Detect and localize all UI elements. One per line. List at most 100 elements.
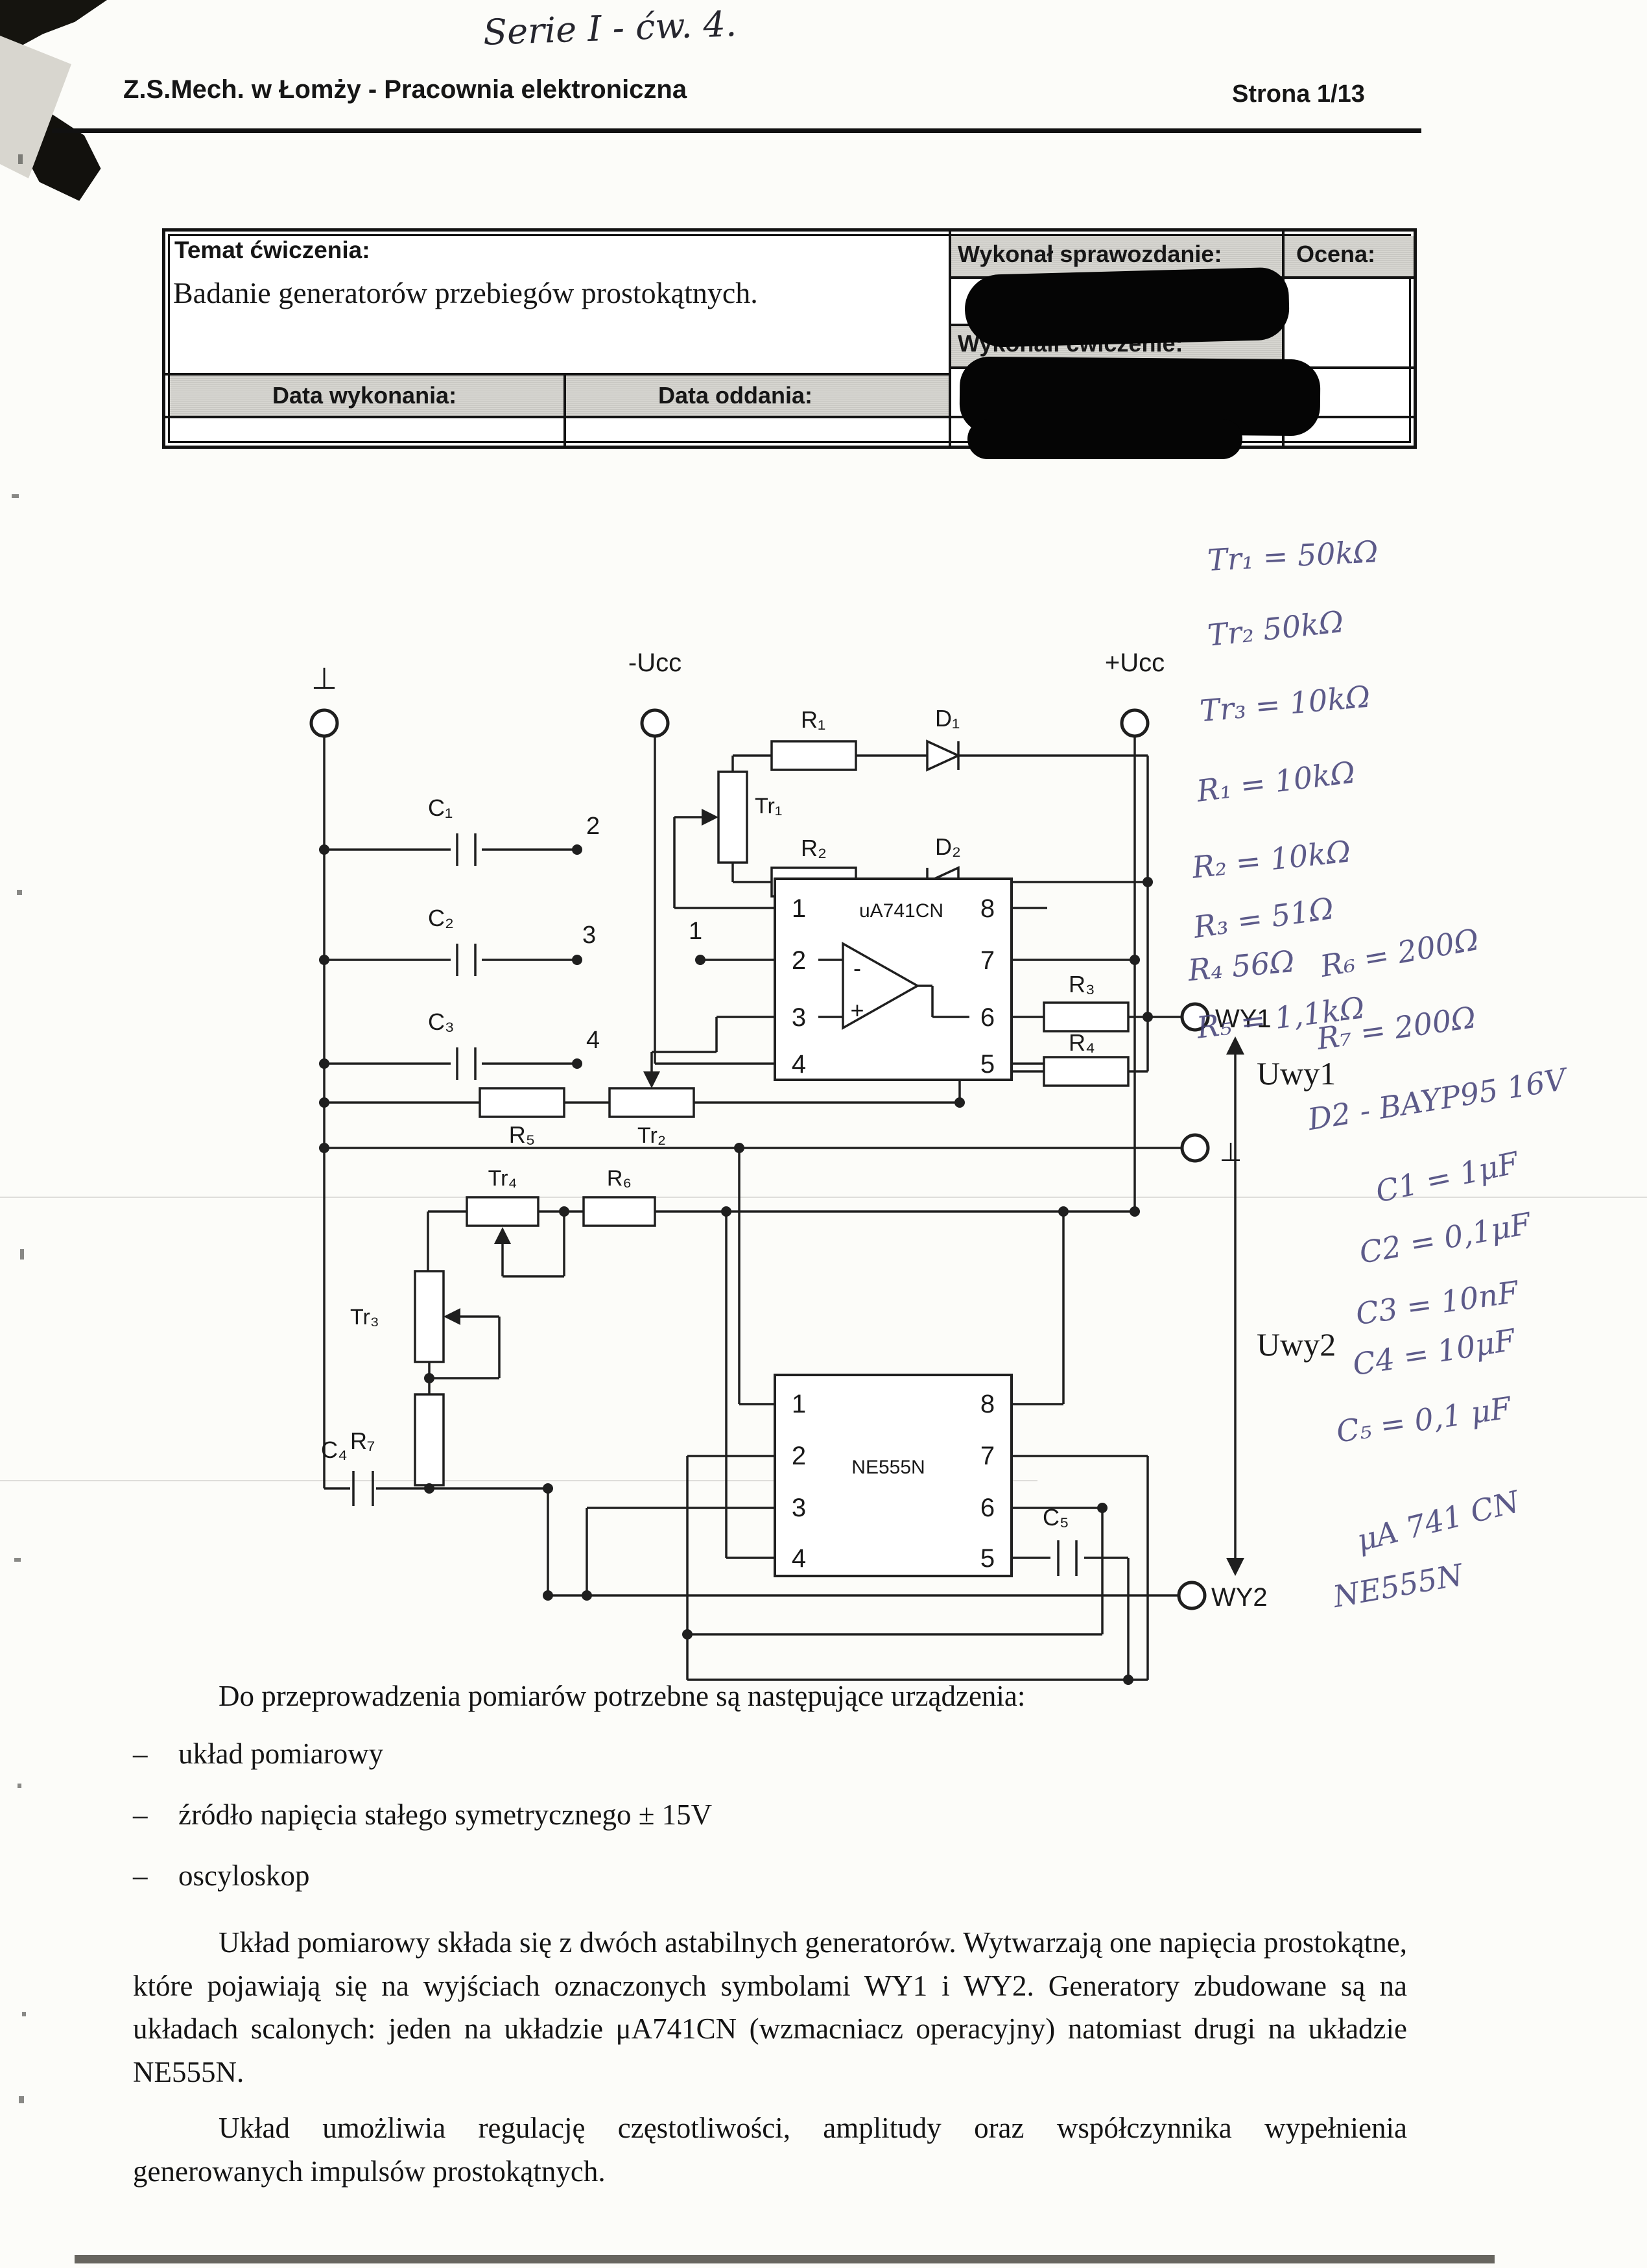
uwy2-label: Uwy2 [1257,1326,1336,1363]
opamp-pin5: 5 [980,1050,995,1079]
opamp-pin1: 1 [792,894,806,923]
neg-supply-label: -Ucc [628,649,681,677]
margin-mark [20,1249,24,1259]
junction-dots [319,844,1153,1685]
timer-pin4: 4 [792,1544,806,1573]
opamp-name: uA741CN [859,900,943,922]
r3-label: R₃ [1069,971,1095,997]
c2-label: C₂ [428,905,454,931]
c1-label: C₁ [428,794,453,821]
margin-mark [18,154,23,164]
node3-label: 3 [582,922,596,949]
r5-resistor [479,1087,565,1118]
bullet-dash: – [133,1859,148,1892]
bullet-text: układ pomiarowy [178,1737,384,1770]
page-number: Strona 1/13 [1232,80,1365,108]
opamp-minus: - [853,955,861,981]
margin-mark [17,890,22,895]
tr3-label: Tr₃ [350,1305,379,1330]
equipment-item: –źródło napięcia stałego symetrycznego ±… [133,1798,712,1832]
opamp-pin4: 4 [792,1050,806,1079]
document-header-title: Z.S.Mech. w Łomży - Pracownia elektronic… [123,75,687,104]
c3-capacitor [456,1047,477,1080]
timer-chip [774,1374,1013,1577]
topic-label: Temat ćwiczenia: [174,237,370,263]
timer-pin5: 5 [980,1544,995,1573]
r7-label: R₇ [350,1427,375,1454]
opamp-pin2: 2 [792,946,806,975]
r4-label: R₄ [1069,1029,1095,1056]
wy2-terminal [1177,1581,1207,1610]
wy2-label: WY2 [1211,1583,1268,1612]
table-divider [949,232,951,446]
c3-label: C₃ [428,1009,455,1035]
timer-pin2: 2 [792,1442,806,1470]
tr1-label: Tr₁ [755,794,782,818]
date-done-label: Data wykonania: [272,382,457,409]
r1-resistor [770,740,857,771]
timer-pin3: 3 [792,1494,806,1522]
gnd-rail-wire [323,737,1179,1597]
margin-mark [19,2096,24,2103]
node4-label: 4 [586,1027,600,1054]
timer-name: NE555N [851,1457,925,1478]
header-rule [52,128,1421,133]
tr2-trimmer [608,1087,695,1118]
bullet-dash: – [133,1798,148,1831]
cap-network-wires [324,848,775,1065]
tr4-trimmer [466,1196,539,1227]
grade-label: Ocena: [1296,241,1376,267]
margin-mark [18,1784,21,1788]
mid-gnd-terminal [1180,1133,1210,1163]
opamp-pin3: 3 [792,1003,806,1032]
c4-label: C₄ [321,1437,348,1463]
c5-label: C₅ [1043,1504,1069,1531]
opamp-pin8: 8 [980,894,995,923]
regulation-paragraph: Układ umożliwia regulację częstotliwości… [133,2112,1407,2188]
date-row-cell [170,376,949,416]
tr1-wiper-arrow [702,809,718,826]
table-divider [563,376,566,446]
r5-label: R₅ [509,1121,536,1148]
gnd-symbol: ⊥ [311,662,337,695]
c5-capacitor [1057,1540,1078,1576]
date-return-label: Data oddania: [658,382,813,409]
r7-resistor [414,1393,445,1486]
node2-label: 2 [586,813,600,840]
timer-pin1: 1 [792,1390,806,1418]
opamp-pin7: 7 [980,946,995,975]
opamp-wires [650,907,1182,1082]
r6-resistor [582,1196,656,1227]
tr1-trimmer [717,770,748,864]
r4-resistor [1043,1056,1130,1087]
equipment-intro: Do przeprowadzenia pomiarów potrzebne są… [219,1680,1026,1712]
c2-capacitor [456,944,477,976]
opamp-chip [774,877,1013,1081]
bullet-dash: – [133,1737,148,1770]
c4-capacitor [352,1471,374,1506]
gnd-terminal [309,708,339,738]
uwy1-arrowhead [1226,1036,1244,1055]
supply-wires [654,737,1136,1212]
wy1-label: WY1 [1215,1005,1272,1033]
tr2-label: Tr₂ [637,1123,666,1148]
redaction-blob [967,419,1242,459]
node1-label: 1 [689,918,702,945]
tr3-trimmer [414,1270,445,1363]
tr2-wiper-arrow [643,1071,660,1088]
tr3-r7-wires [428,1315,501,1488]
d2-label: D₂ [935,833,961,860]
bullet-text: oscyloskop [178,1859,310,1892]
table-inner-border [168,234,1411,443]
r1-label: R₁ [801,706,825,733]
equipment-item: –oscyloskop [133,1859,310,1892]
tr3-wiper-arrow [444,1308,460,1325]
d1-label: D₁ [935,705,960,732]
r6-label: R₆ [607,1166,632,1191]
c1-capacitor [456,833,477,866]
scan-edge-bar [75,2255,1495,2263]
timer-pin8: 8 [980,1390,995,1418]
table-divider [1282,232,1285,446]
opamp-inner-wires [818,959,969,1018]
